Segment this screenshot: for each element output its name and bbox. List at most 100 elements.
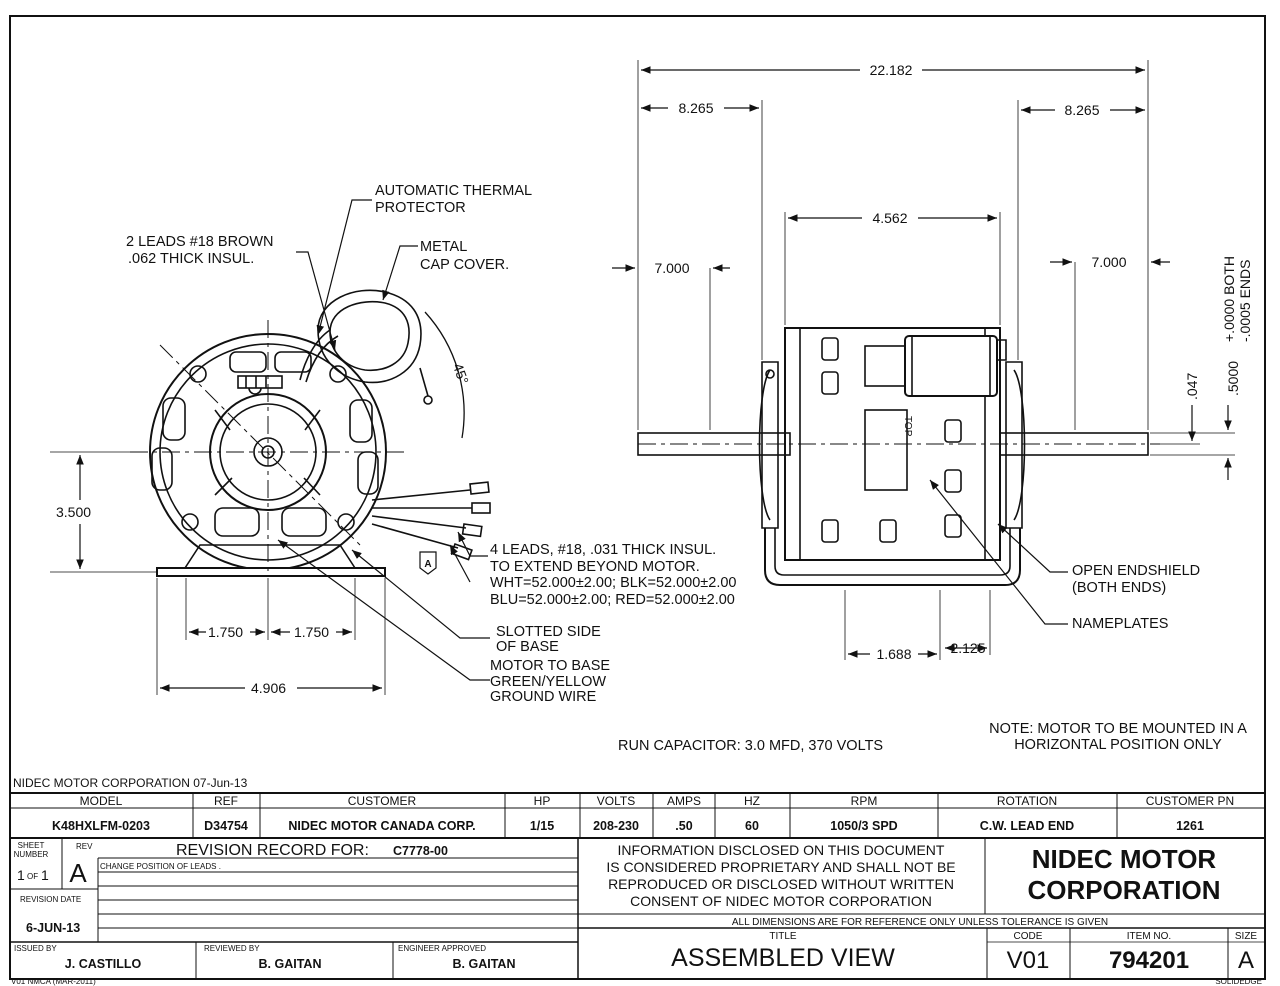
company-name-2: CORPORATION	[1027, 875, 1220, 905]
value-volts: 208-230	[593, 819, 639, 833]
form-code: V01 NMCA (MAR-2011)	[11, 977, 96, 986]
header-ref: REF	[214, 794, 238, 808]
sheet-of: OF	[27, 872, 38, 881]
callout-thermal-protector-2: PROTECTOR	[375, 200, 466, 216]
callout-slotted-base-2: OF BASE	[496, 639, 559, 655]
proprietary-line-1: INFORMATION DISCLOSED ON THIS DOCUMENT	[618, 842, 945, 858]
revision-flag	[419, 551, 437, 575]
sheet-border	[9, 15, 1266, 980]
dim-7000-right: 7.000	[1091, 254, 1126, 270]
size-value: A	[1238, 947, 1254, 974]
dim-1750-right: 1.750	[294, 624, 329, 640]
side-view-dimensions	[612, 60, 1235, 660]
value-hz: 60	[745, 819, 759, 833]
item-label: ITEM NO.	[1127, 931, 1171, 942]
dim-1688: 1.688	[876, 646, 911, 662]
reviewed-value: B. GAITAN	[259, 957, 322, 971]
change-note: CHANGE POSITION OF LEADS .	[100, 862, 221, 871]
size-label: SIZE	[1235, 931, 1258, 942]
value-rotation: C.W. LEAD END	[980, 819, 1074, 833]
rev-label: REV	[76, 842, 93, 851]
header-customer-pn: CUSTOMER PN	[1146, 794, 1234, 808]
header-hp: HP	[534, 794, 551, 808]
company-name-1: NIDEC MOTOR	[1032, 844, 1217, 874]
callout-leads-2: TO EXTEND BEYOND MOTOR.	[490, 559, 700, 575]
value-hp: 1/15	[530, 819, 554, 833]
company-date-line: NIDEC MOTOR CORPORATION 07-Jun-13	[13, 776, 248, 790]
header-hz: HZ	[744, 794, 760, 808]
value-amps: .50	[675, 819, 692, 833]
callout-cap-cover-2: CAP COVER.	[420, 257, 509, 273]
rev-value: A	[69, 858, 87, 888]
dimensions-note: ALL DIMENSIONS ARE FOR REFERENCE ONLY UN…	[732, 917, 1108, 928]
proprietary-line-4: CONSENT OF NIDEC MOTOR CORPORATION	[630, 893, 932, 909]
dim-7000-left: 7.000	[654, 260, 689, 276]
reviewed-label: REVIEWED BY	[204, 944, 260, 953]
end-view-dimensions	[50, 199, 490, 695]
issued-label: ISSUED BY	[14, 944, 57, 953]
header-rpm: RPM	[851, 794, 878, 808]
callout-leads-4: BLU=52.000±2.00; RED=52.000±2.00	[490, 592, 735, 608]
end-view-drawing	[130, 289, 491, 577]
dim-8265-left: 8.265	[678, 100, 713, 116]
title-block-grid	[9, 792, 1266, 980]
tolerance-line-1: +.0000 BOTH	[1221, 256, 1237, 342]
callout-ground-wire-2: GREEN/YELLOW	[490, 674, 606, 690]
dim-4562: 4.562	[872, 210, 907, 226]
dim-3500: 3.500	[56, 504, 91, 520]
note-mounting-1: NOTE: MOTOR TO BE MOUNTED IN A	[989, 721, 1247, 737]
callout-thermal-protector-1: AUTOMATIC THERMAL	[375, 183, 532, 199]
callout-nameplates: NAMEPLATES	[1072, 616, 1168, 632]
header-model: MODEL	[80, 794, 123, 808]
callout-ground-wire-1: MOTOR TO BASE	[490, 658, 610, 674]
tolerance-line-2: -.0005 ENDS	[1237, 260, 1253, 342]
sheet-number-1: 1	[17, 867, 25, 883]
proprietary-line-2: IS CONSIDERED PROPRIETARY AND SHALL NOT …	[606, 859, 955, 875]
callout-slotted-base-1: SLOTTED SIDE	[496, 624, 601, 640]
callout-endshield-1: OPEN ENDSHIELD	[1072, 563, 1200, 579]
title-label: TITLE	[769, 931, 797, 942]
revision-record-value: C7778-00	[393, 844, 448, 858]
header-amps: AMPS	[667, 794, 701, 808]
value-customer-pn: 1261	[1176, 819, 1204, 833]
callout-leads-1: 4 LEADS, #18, .031 THICK INSUL.	[490, 542, 716, 558]
sheet-number-2: 1	[41, 867, 49, 883]
note-run-capacitor: RUN CAPACITOR: 3.0 MFD, 370 VOLTS	[618, 738, 883, 754]
engineer-value: B. GAITAN	[453, 957, 516, 971]
engineer-label: ENGINEER APPROVED	[398, 944, 486, 953]
revision-flag-label: A	[424, 559, 431, 570]
revision-date: 6-JUN-13	[26, 921, 80, 935]
dim-1750-left: 1.750	[208, 624, 243, 640]
top-label: TOP	[902, 416, 913, 437]
value-ref: D34754	[204, 819, 248, 833]
header-customer: CUSTOMER	[348, 794, 417, 808]
revision-record-label: REVISION RECORD FOR:	[176, 842, 369, 859]
note-mounting-2: HORIZONTAL POSITION ONLY	[1014, 737, 1222, 753]
dim-047: .047	[1184, 373, 1200, 400]
value-model: K48HXLFM-0203	[52, 819, 150, 833]
value-customer: NIDEC MOTOR CANADA CORP.	[288, 819, 475, 833]
value-rpm: 1050/3 SPD	[830, 819, 897, 833]
drawing-title: ASSEMBLED VIEW	[671, 944, 895, 972]
code-label: CODE	[1014, 931, 1043, 942]
header-volts: VOLTS	[597, 794, 635, 808]
callout-endshield-2: (BOTH ENDS)	[1072, 580, 1166, 596]
code-value: V01	[1007, 947, 1050, 974]
callout-ground-wire-3: GROUND WIRE	[490, 689, 597, 705]
dim-8265-right: 8.265	[1064, 102, 1099, 118]
proprietary-line-3: REPRODUCED OR DISCLOSED WITHOUT WRITTEN	[608, 876, 954, 892]
side-view-drawing	[637, 327, 1160, 586]
callout-brown-leads-2: .062 THICK INSUL.	[128, 251, 254, 267]
dim-45-deg: 45°	[450, 361, 472, 386]
callout-brown-leads-1: 2 LEADS #18 BROWN	[126, 234, 273, 250]
sheet-label-2: NUMBER	[14, 850, 49, 859]
dim-2125: 2.125	[950, 640, 985, 656]
dim-4906: 4.906	[251, 680, 286, 696]
issued-value: J. CASTILLO	[65, 957, 142, 971]
header-rotation: ROTATION	[997, 794, 1057, 808]
dim-22182: 22.182	[870, 62, 913, 78]
dim-5000: .5000	[1225, 361, 1241, 396]
item-value: 794201	[1109, 947, 1189, 974]
cad-software: SOLIDEDGE	[1215, 977, 1262, 986]
